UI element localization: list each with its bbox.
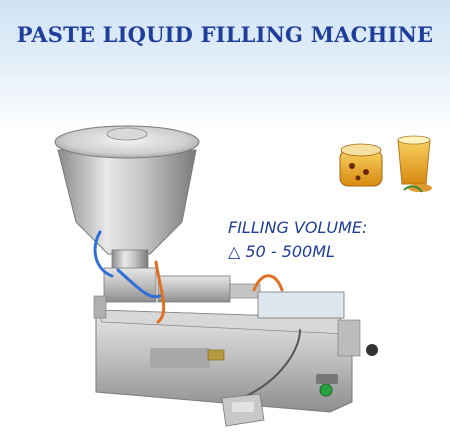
header-background	[0, 0, 450, 130]
honey-jar-icon	[339, 143, 383, 187]
adjust-knob	[366, 344, 378, 356]
page-title: PASTE LIQUID FILLING MACHINE	[16, 22, 434, 47]
machine-base	[95, 309, 353, 413]
green-start-button	[319, 383, 333, 397]
nozzle	[93, 295, 107, 319]
filling-volume-range: △ 50 - 500ML	[228, 242, 335, 261]
honey-glass-icon	[397, 135, 432, 193]
hoses	[93, 230, 301, 397]
filling-volume-label: FILLING VOLUME:	[228, 218, 368, 237]
air-cylinder	[257, 291, 345, 319]
filling-cylinder	[93, 267, 361, 357]
hopper	[54, 125, 200, 281]
foot-pedal-icon	[221, 393, 265, 427]
hopper-lid	[54, 125, 200, 159]
filling-volume-spec: FILLING VOLUME: △ 50 - 500ML	[228, 216, 367, 264]
